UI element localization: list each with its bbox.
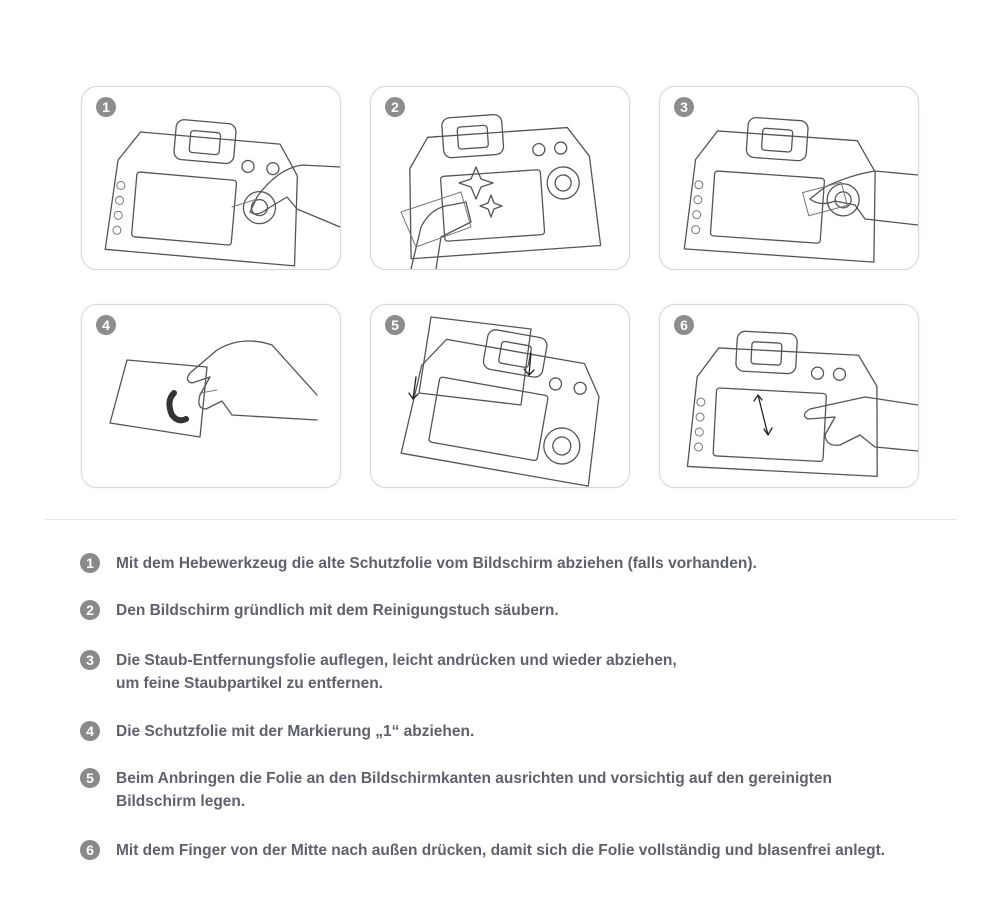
step-number-badge: 3 xyxy=(80,650,100,670)
step-text: Den Bildschirm gründlich mit dem Reinigu… xyxy=(116,602,559,619)
illustration-panel-4: 4 xyxy=(81,304,341,488)
instruction-step-4: 4 Die Schutzfolie mit der Markierung „1“… xyxy=(80,721,960,743)
step-text: Mit dem Finger von der Mitte nach außen … xyxy=(116,842,886,859)
camera-align-film-illustration xyxy=(400,316,600,487)
step-number-badge: 4 xyxy=(80,721,100,741)
instruction-step-6: 6 Mit dem Finger von der Mitte nach auße… xyxy=(80,840,960,862)
illustration-panel-5: 5 xyxy=(370,304,630,488)
camera-wipe-illustration xyxy=(400,114,602,269)
step-number-badge: 6 xyxy=(80,840,100,860)
illustration-panel-3: 3 xyxy=(659,86,919,270)
peel-protector-illustration xyxy=(109,340,318,438)
step-text: Die Schutzfolie mit der Markierung „1“ a… xyxy=(116,723,475,740)
step-number-badge: 5 xyxy=(80,768,100,788)
panel-number-badge: 5 xyxy=(385,315,405,335)
panel-number-badge: 3 xyxy=(674,97,694,117)
section-divider xyxy=(45,519,957,520)
step-number-badge: 2 xyxy=(80,600,100,620)
instruction-step-1: 1 Mit dem Hebewerkzeug die alte Schutzfo… xyxy=(80,553,960,575)
instruction-step-3: 3 Die Staub-Entfernungsfolie auflegen, l… xyxy=(80,650,960,695)
camera-peel-illustration xyxy=(104,119,340,267)
illustration-panel-6: 6 xyxy=(659,304,919,488)
panel-number-badge: 1 xyxy=(96,97,116,117)
illustration-panel-1: 1 xyxy=(81,86,341,270)
step-number-badge: 1 xyxy=(80,553,100,573)
panel-number-badge: 2 xyxy=(385,97,405,117)
step-text: Beim Anbringen die Folie an den Bildschi… xyxy=(116,770,832,810)
step-text: Die Staub-Entfernungsfolie auflegen, lei… xyxy=(116,652,677,692)
panel-number-badge: 6 xyxy=(674,315,694,335)
camera-press-film-illustration xyxy=(686,330,918,478)
instruction-step-2: 2 Den Bildschirm gründlich mit dem Reini… xyxy=(80,600,960,622)
illustration-panel-2: 2 xyxy=(370,86,630,270)
step-text: Mit dem Hebewerkzeug die alte Schutzfoli… xyxy=(116,555,757,572)
instruction-step-5: 5 Beim Anbringen die Folie an den Bildsc… xyxy=(80,768,960,813)
panel-number-badge: 4 xyxy=(96,315,116,335)
camera-dust-removal-illustration xyxy=(683,116,918,263)
